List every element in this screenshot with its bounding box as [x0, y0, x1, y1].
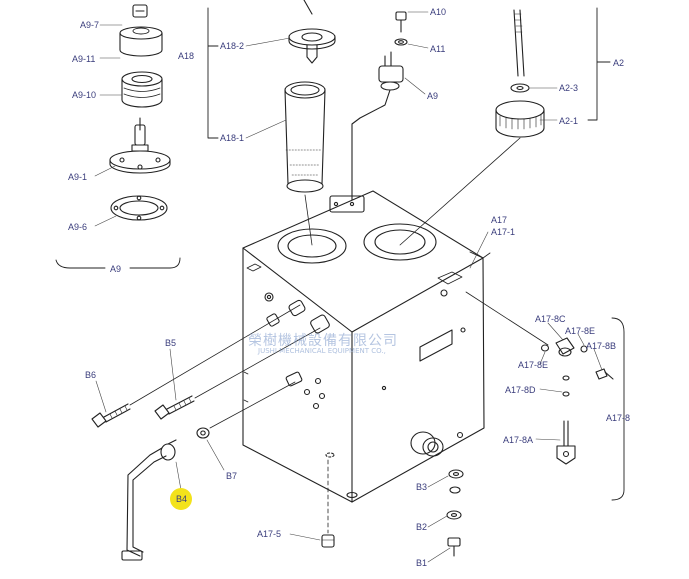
part-b1-plug: [447, 537, 461, 557]
callout-a2-3: A2-3: [559, 83, 579, 93]
callout-a9-11: A9-11: [72, 54, 96, 64]
part-a9-top-nut: [132, 4, 148, 18]
part-b3-seal: [449, 486, 461, 494]
part-a17-8d-ring-1: [562, 375, 570, 381]
part-b2-washer: [446, 510, 462, 520]
callout-a18-2: A18-2: [220, 41, 245, 51]
highlight-b4: [170, 488, 192, 510]
bracket-a18: [207, 7, 219, 139]
callout-a18: A18: [178, 51, 195, 61]
part-a9-7: [119, 26, 163, 57]
part-spacer-1: [266, 299, 306, 327]
callout-a2-1: A2-1: [559, 116, 579, 126]
callout-a18-1: A18-1: [220, 133, 245, 143]
callout-b7: B7: [226, 471, 238, 481]
callout-a9-7: A9-7: [80, 20, 100, 30]
callout-a11: A11: [430, 44, 446, 54]
callout-b1: B1: [416, 558, 428, 568]
guide-a17-8: [465, 291, 549, 346]
bracket-a2: [587, 7, 611, 121]
part-a2-rod: [513, 9, 525, 77]
callout-a17-8e-lower: A17-8E: [518, 360, 549, 370]
callout-a17-8b: A17-8B: [586, 341, 617, 351]
callout-b3: B3: [416, 482, 428, 492]
callout-a17-8d: A17-8D: [505, 385, 536, 395]
part-a17-5-plug: [321, 534, 335, 548]
callout-a9-10: A9-10: [72, 90, 97, 100]
guide-b6: [129, 304, 301, 406]
part-a2-3: [510, 83, 530, 93]
callout-a17-1: A17-1: [491, 227, 516, 237]
part-b7-washer: [196, 427, 210, 439]
part-spacer-2: [310, 314, 330, 334]
tank-body: [242, 190, 491, 503]
callout-a10: A10: [430, 7, 447, 17]
bracket-a9: [55, 257, 181, 269]
callout-a9-valve: A9: [427, 91, 439, 101]
part-a17-8c: [555, 337, 575, 357]
callout-a2: A2: [613, 58, 625, 68]
part-b6-bolt: [91, 403, 131, 428]
callout-b6: B6: [85, 370, 97, 380]
part-a17-8e-oring-2: [580, 345, 588, 353]
part-a18-1-filter: [284, 81, 326, 193]
callout-a17-8e-upper: A17-8E: [565, 326, 596, 336]
part-a17-8b-screw: [595, 368, 614, 380]
callout-a17-8: A17-8: [606, 413, 631, 423]
leader-lines: [94, 11, 603, 563]
watermark-company-en: JUSHI MECHANICAL EQUIPMENT CO.,: [258, 347, 386, 355]
callout-a17: A17: [491, 215, 508, 225]
part-a17-8e-oring-1: [540, 344, 550, 352]
bracket-a17-8: [611, 317, 625, 501]
callout-a9-1: A9-1: [68, 172, 88, 182]
callout-a9: A9: [110, 264, 122, 274]
part-sight-plug: [410, 431, 444, 457]
callout-b4: B4: [176, 494, 188, 504]
part-a9-valve: [329, 51, 404, 213]
part-b4-gauge: [121, 439, 177, 561]
callout-a17-8a: A17-8A: [503, 435, 534, 445]
guide-b7: [209, 381, 296, 429]
part-a9-6: [110, 195, 168, 221]
callout-a9-6: A9-6: [68, 222, 88, 232]
part-b3-washer: [448, 469, 464, 479]
part-a17-8d-ring-2: [562, 391, 570, 397]
part-a2-1: [495, 100, 545, 138]
part-a9-1: [109, 117, 171, 174]
callout-b2: B2: [416, 522, 428, 532]
part-b5-bolt: [154, 395, 195, 420]
callout-b5: B5: [165, 338, 177, 348]
callout-a17-8c: A17-8C: [535, 314, 566, 324]
part-a18-2: [288, 0, 336, 64]
watermark-company-cn: 榮樹機械設備有限公司: [248, 333, 398, 349]
part-a9-10: [121, 71, 163, 108]
guide-b5: [194, 327, 321, 399]
part-connector: [285, 371, 303, 387]
part-a10-screw: [395, 11, 407, 33]
callout-a17-5: A17-5: [257, 529, 282, 539]
part-a11-washer: [394, 38, 408, 46]
guide-a18-to-tank: [304, 194, 313, 246]
part-a17-8a-fitting: [556, 420, 576, 465]
